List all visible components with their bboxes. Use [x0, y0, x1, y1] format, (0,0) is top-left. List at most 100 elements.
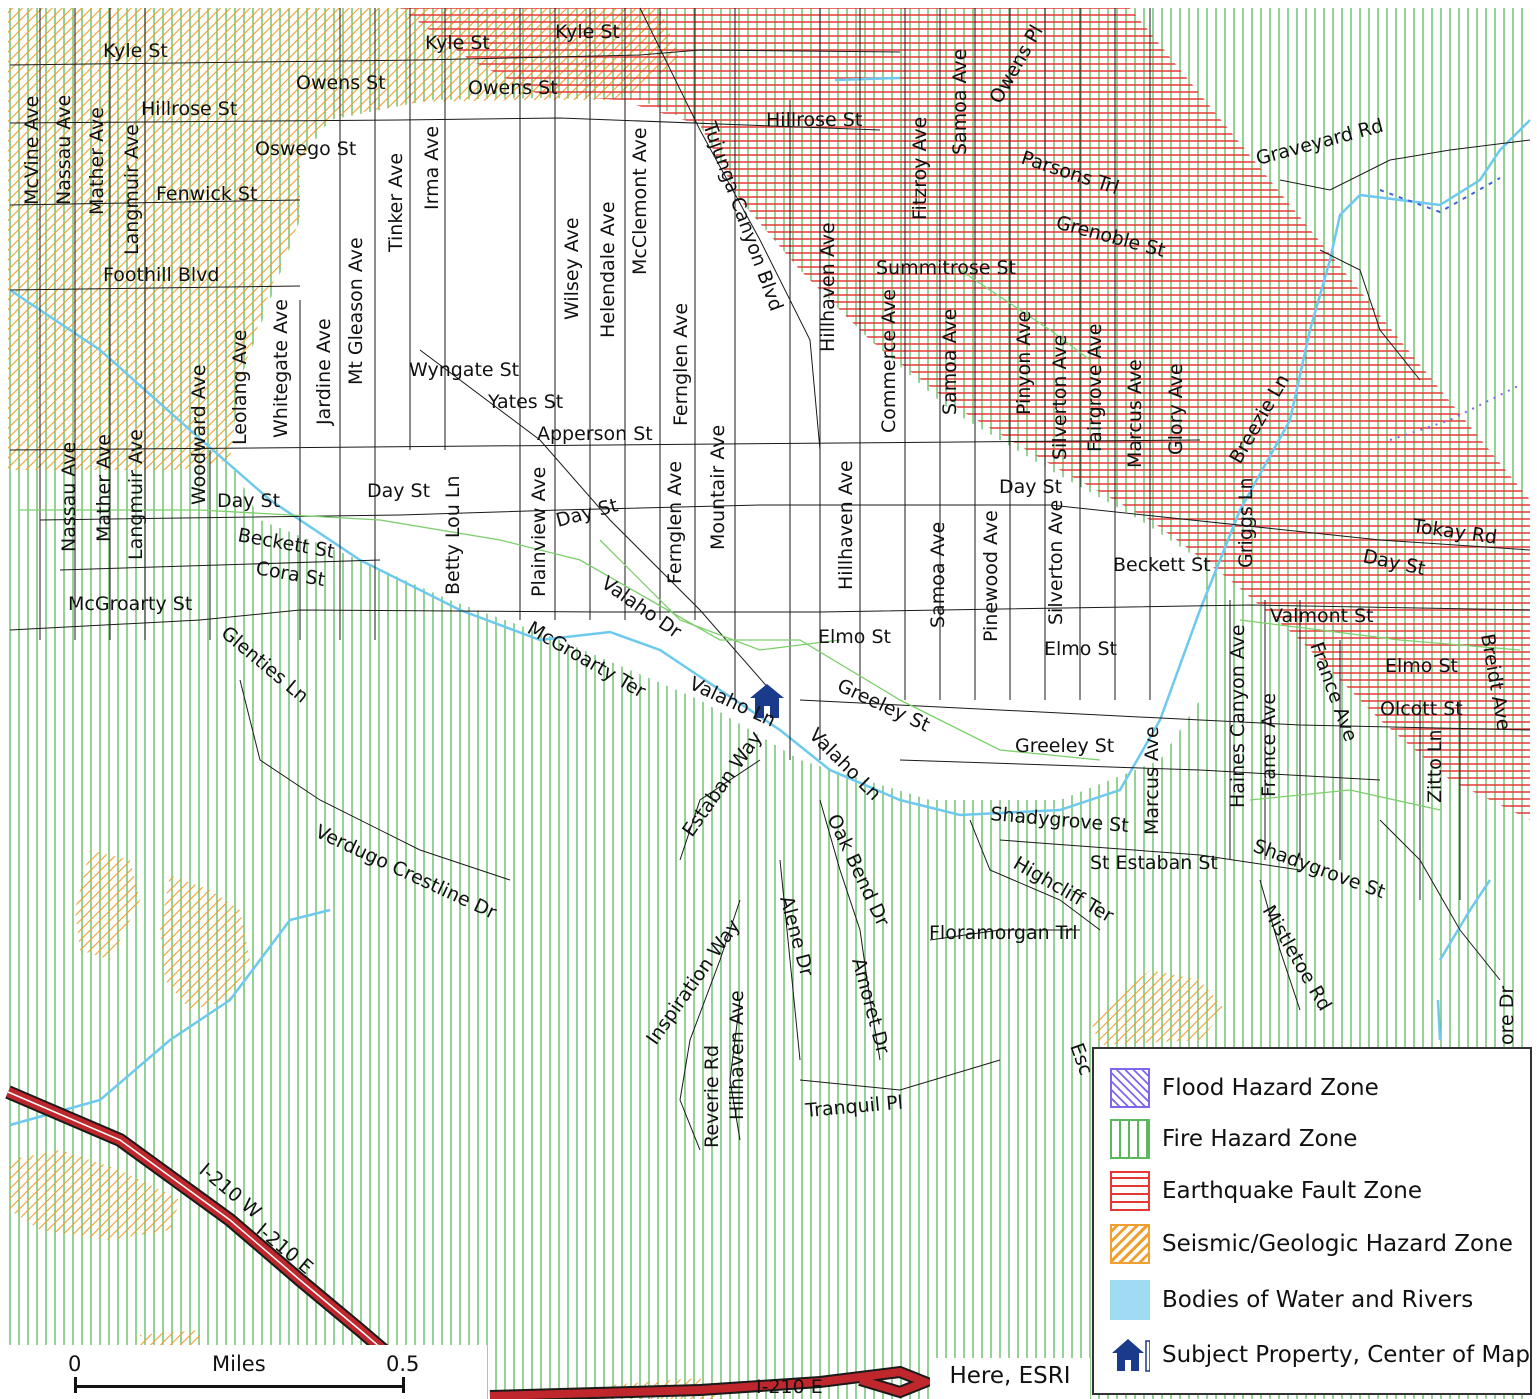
street-label: Samoa Ave — [939, 309, 961, 415]
street-label: Oswego St — [255, 138, 356, 160]
street-label: Kyle St — [425, 32, 490, 54]
street-label: Griggs Ln — [1235, 477, 1257, 568]
quake-swatch-icon — [1110, 1171, 1150, 1211]
street-label: Summitrose St — [876, 257, 1016, 279]
legend-label: Bodies of Water and Rivers — [1162, 1287, 1474, 1313]
street-label: Foothill Blvd — [103, 264, 220, 286]
road-network — [9, 7, 1531, 1151]
seismic-zone-southwest — [10, 1150, 180, 1240]
street-label: Day St — [999, 476, 1062, 498]
street-label: Marcus Ave — [1124, 359, 1146, 468]
legend-label: Flood Hazard Zone — [1162, 1075, 1379, 1101]
legend-flood: Flood Hazard Zone — [1110, 1065, 1379, 1111]
street-label: Wyngate St — [409, 359, 519, 381]
street-label: Mather Ave — [86, 107, 108, 215]
street-label: Helendale Ave — [597, 201, 619, 338]
street-label: Hillhaven Ave — [726, 990, 748, 1120]
street-label: Zitto Ln — [1424, 730, 1446, 804]
house-icon — [1112, 1339, 1150, 1372]
street-label: Day St — [217, 490, 280, 512]
street-label: Fenwick St — [156, 183, 257, 205]
legend-label: Earthquake Fault Zone — [1162, 1178, 1422, 1204]
legend-seismic: Seismic/Geologic Hazard Zone — [1110, 1221, 1513, 1267]
street-label: Nassau Ave — [58, 442, 80, 552]
street-label: Elmo St — [1385, 655, 1458, 677]
seismic-zone-northwest — [8, 8, 680, 470]
fire-swatch-icon — [1110, 1119, 1150, 1159]
street-label: Olcott St — [1380, 698, 1463, 720]
street-label: Owens St — [296, 72, 386, 94]
street-label: Glory Ave — [1165, 363, 1187, 455]
street-label: Silverton Ave — [1049, 335, 1071, 460]
legend-label: Seismic/Geologic Hazard Zone — [1162, 1231, 1513, 1257]
legend-property: Subject Property, Center of Map — [1110, 1332, 1530, 1378]
street-label: Fernglen Ave — [670, 303, 692, 426]
non-hazard-area — [230, 98, 1200, 800]
water-swatch-icon — [1110, 1280, 1150, 1320]
legend-label: Fire Hazard Zone — [1162, 1126, 1358, 1152]
scale-end: 0.5 — [386, 1352, 420, 1376]
scale-start: 0 — [68, 1352, 82, 1376]
street-label: Pinewood Ave — [980, 510, 1002, 642]
street-label: France Ave — [1258, 693, 1280, 797]
earthquake-fault-zone — [400, 8, 1530, 820]
street-label: McClemont Ave — [629, 127, 651, 275]
highway-label-i210e-bottom: I-210 E — [756, 1376, 823, 1398]
scale-tick-start — [74, 1377, 77, 1393]
rivers — [9, 76, 1531, 1127]
trails — [20, 269, 1521, 811]
street-label: Wilsey Ave — [561, 217, 583, 320]
flood-channel — [1379, 177, 1501, 214]
seismic-zone-west-2 — [160, 875, 250, 1010]
subject-property-house-icon[interactable] — [750, 684, 784, 718]
street-label: Greeley St — [1015, 735, 1114, 757]
street-label: ore Dr — [1496, 986, 1518, 1045]
seismic-zone-south — [1090, 970, 1225, 1045]
street-label: Hillrose St — [766, 109, 862, 131]
street-label: Woodward Ave — [188, 364, 210, 505]
street-label: Valmont St — [1270, 605, 1374, 627]
street-label: McGroarty St — [68, 593, 192, 615]
street-label: Leolang Ave — [229, 330, 251, 445]
street-label: McVine Ave — [21, 96, 43, 205]
street-label: Elmo St — [818, 626, 891, 648]
scale-bar — [0, 1345, 487, 1399]
street-label: Irma Ave — [421, 126, 443, 210]
street-label: Fairgrove Ave — [1084, 324, 1106, 452]
street-label: Owens St — [468, 77, 558, 99]
highway-i210 — [5, 1085, 400, 1366]
scale-tick-end — [402, 1377, 405, 1393]
map-legend: Flood Hazard Zone Fire Hazard Zone Earth… — [1092, 1047, 1532, 1395]
street-label: Mather Ave — [93, 434, 115, 542]
street-label: Commerce Ave — [878, 289, 900, 433]
flood-swatch-icon — [1110, 1068, 1150, 1108]
seismic-swatch-icon — [1110, 1224, 1150, 1264]
street-label: Beckett St — [1113, 554, 1211, 576]
seismic-zone-west-1 — [75, 850, 140, 960]
street-label: Day St — [367, 480, 430, 502]
street-label: Nassau Ave — [53, 95, 75, 205]
legend-quake: Earthquake Fault Zone — [1110, 1168, 1422, 1214]
street-label: Fernglen Ave — [664, 461, 686, 584]
street-label: Marcus Ave — [1141, 726, 1163, 835]
street-label: Pinyon Ave — [1013, 311, 1035, 415]
legend-water: Bodies of Water and Rivers — [1110, 1277, 1473, 1323]
seismic-zone-bottom-left — [140, 1330, 200, 1345]
highway-i210-bottom — [489, 1365, 942, 1399]
map-credit: Here, ESRI — [930, 1358, 1090, 1399]
street-label: Silverton Ave — [1045, 500, 1067, 625]
street-label: Kyle St — [103, 40, 168, 62]
street-label: Yates St — [487, 391, 563, 413]
street-label: Samoa Ave — [949, 49, 971, 155]
street-label: Hillhaven Ave — [835, 460, 857, 590]
street-label: Tinker Ave — [385, 153, 407, 253]
scale-line — [75, 1385, 405, 1388]
street-label: Langmuir Ave — [121, 124, 143, 255]
street-label: St Estaban St — [1090, 852, 1218, 874]
street-label: Mt Gleason Ave — [345, 237, 367, 385]
street-label: Plainview Ave — [528, 467, 550, 597]
street-label: Betty Lou Ln — [442, 476, 464, 596]
street-label: Fitzroy Ave — [909, 117, 931, 220]
street-label: Hillhaven Ave — [817, 222, 839, 352]
